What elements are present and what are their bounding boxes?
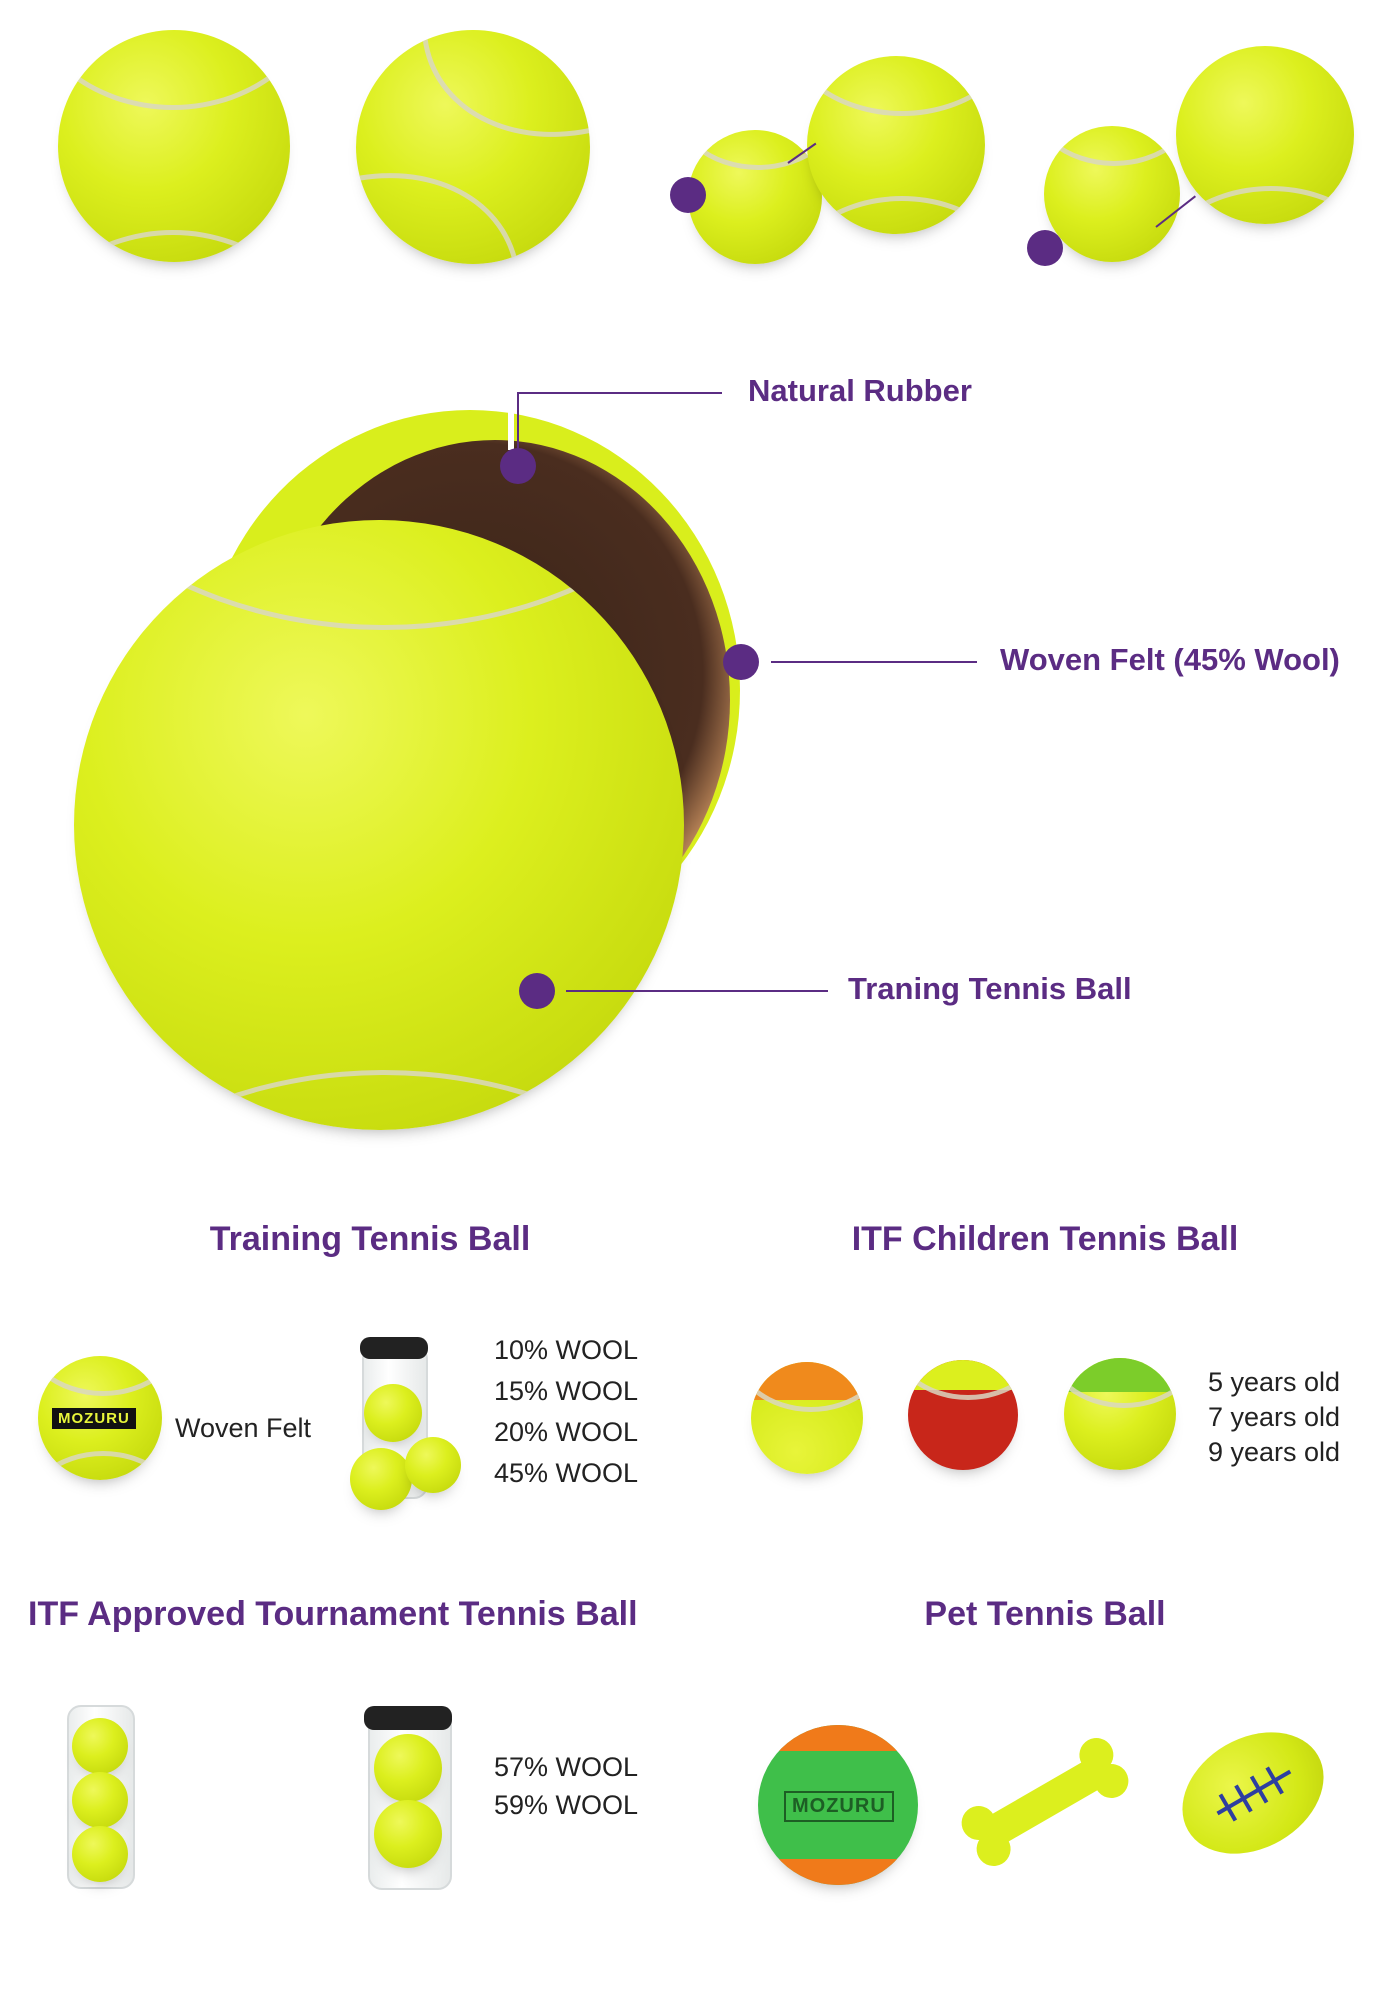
training-wool-45: 45% WOOL	[494, 1458, 639, 1488]
tournament-wool-59: 59% WOOL	[494, 1790, 639, 1820]
top-ball-4-small	[1044, 126, 1180, 262]
section-title-pet: Pet Tennis Ball	[924, 1595, 1166, 1633]
training-dot	[519, 973, 555, 1009]
pet-bone-toy	[955, 1731, 1135, 1873]
training-wool-10: 10% WOOL	[494, 1335, 639, 1365]
children-age-list: 5 years old 7 years old 9 years old	[1208, 1365, 1340, 1470]
section-title-tournament: ITF Approved Tournament Tennis Ball	[28, 1595, 638, 1633]
training-tube-cap	[360, 1337, 428, 1359]
woven-felt-label: Woven Felt	[175, 1413, 312, 1443]
tournament-wool-list: 57% WOOL 59% WOOL	[494, 1748, 638, 1824]
shell-gap	[508, 390, 514, 450]
training-wool-list: 10% WOOL 15% WOOL 20% WOOL 45% WOOL	[494, 1330, 638, 1494]
training-tube-ball-1	[364, 1384, 422, 1442]
rubber-dot	[500, 448, 536, 484]
section-title-training: Training Tennis Ball	[209, 1220, 531, 1258]
training-line	[566, 990, 828, 992]
exploded-ball	[60, 390, 780, 1130]
age-9: 9 years old	[1208, 1437, 1341, 1467]
tournament-wool-57: 57% WOOL	[494, 1752, 639, 1782]
pet-mozuru-logo: MOZURU	[784, 1791, 894, 1822]
felt-dot	[723, 644, 759, 680]
children-ball-green	[1064, 1358, 1176, 1470]
top-ball-3-large	[807, 56, 985, 234]
top-group-4-dot	[1027, 230, 1063, 266]
children-ball-orange	[751, 1362, 863, 1474]
tournament-tube-2-ball-1	[374, 1734, 442, 1802]
felt-line	[771, 661, 977, 663]
age-7: 7 years old	[1208, 1402, 1341, 1432]
front-ball	[74, 520, 684, 1130]
training-mozuru-ball: MOZURU	[38, 1356, 162, 1480]
tournament-tube-2-cap	[364, 1706, 452, 1730]
top-ball-2	[356, 30, 590, 264]
tournament-tube-1-ball-2	[72, 1772, 128, 1828]
training-wool-20: 20% WOOL	[494, 1417, 639, 1447]
callout-training-ball: Traning Tennis Ball	[848, 971, 1132, 1006]
training-loose-ball-2	[405, 1437, 461, 1493]
callout-natural-rubber: Natural Rubber	[748, 373, 972, 408]
top-ball-3-small	[688, 130, 822, 264]
tournament-tube-1-ball-1	[72, 1718, 128, 1774]
children-ball-red	[908, 1360, 1018, 1470]
top-ball-1	[58, 30, 290, 262]
pet-football-toy	[1160, 1707, 1346, 1879]
tournament-tube-2-ball-2	[374, 1800, 442, 1868]
tournament-tube-1-ball-3	[72, 1826, 128, 1882]
training-loose-ball-1	[350, 1448, 412, 1510]
training-wool-15: 15% WOOL	[494, 1376, 639, 1406]
section-title-children: ITF Children Tennis Ball	[851, 1220, 1239, 1258]
rubber-hline	[517, 392, 722, 394]
top-group-3-dot	[670, 177, 706, 213]
top-ball-4-large	[1176, 46, 1354, 224]
mozuru-logo: MOZURU	[52, 1408, 136, 1429]
age-5: 5 years old	[1208, 1367, 1341, 1397]
rubber-vline	[517, 392, 519, 448]
callout-woven-felt: Woven Felt (45% Wool)	[1000, 642, 1340, 677]
pet-ball: MOZURU	[758, 1725, 918, 1885]
